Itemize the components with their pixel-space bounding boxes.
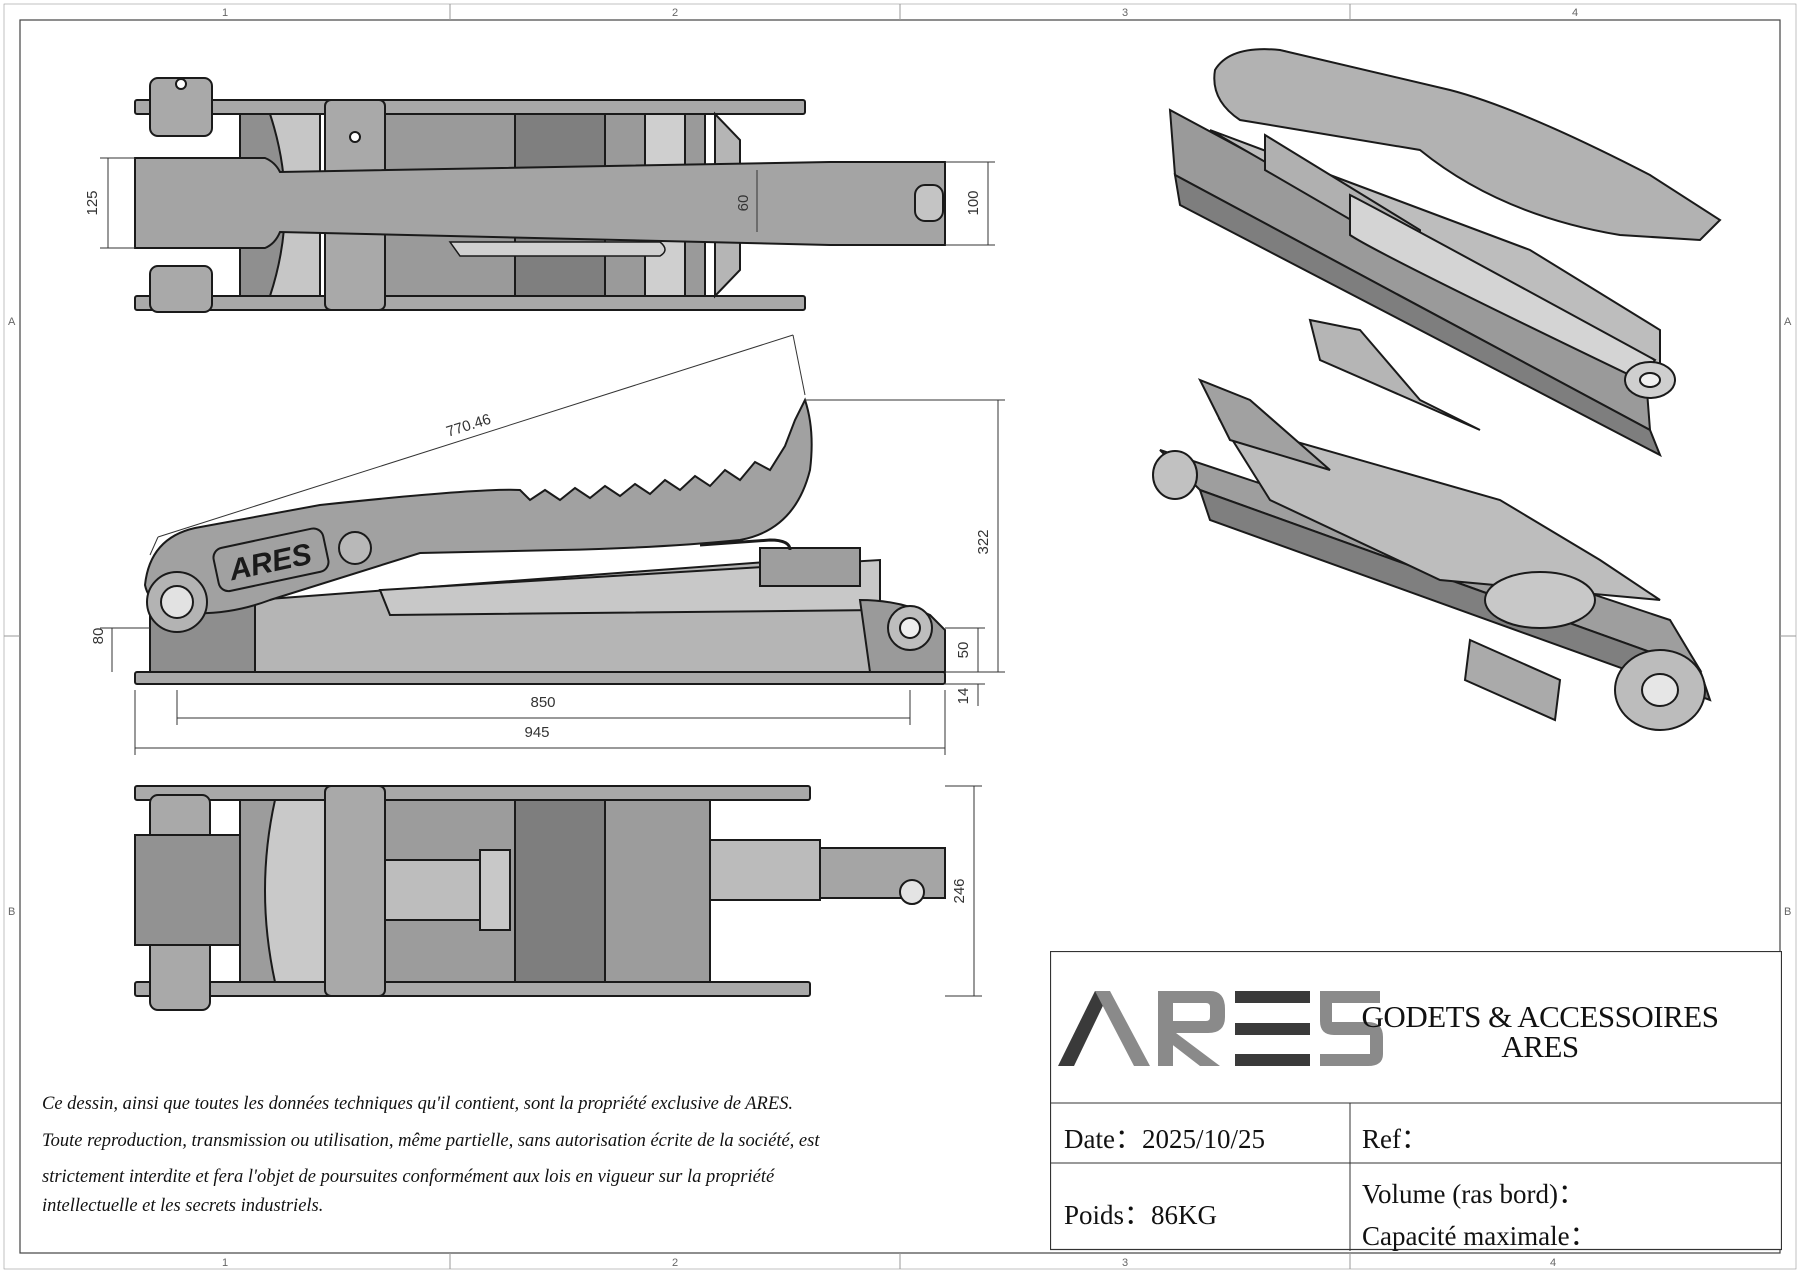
dim-125: 125 xyxy=(84,190,101,215)
zone-label-b-right: B xyxy=(1784,906,1792,918)
dim-60: 60 xyxy=(735,195,752,212)
dim-50: 50 xyxy=(955,642,972,659)
notice-line-1: Ce dessin, ainsi que toutes les données … xyxy=(42,1094,794,1114)
dim-246: 246 xyxy=(951,878,968,903)
notice-line-2: Toute reproduction, transmission ou util… xyxy=(42,1131,820,1151)
title-block xyxy=(1050,951,1782,1251)
notice-line-3: strictement interdite et fera l'objet de… xyxy=(42,1167,775,1187)
zone-label-4-bottom: 4 xyxy=(1550,1257,1557,1269)
ref-label: Ref： xyxy=(1362,1124,1428,1154)
bottom-view xyxy=(134,785,946,1011)
dim-14: 14 xyxy=(955,688,972,705)
zone-label-1-bottom: 1 xyxy=(222,1257,229,1269)
zone-label-3-bottom: 3 xyxy=(1122,1257,1129,1269)
iso-view-bottom xyxy=(1152,318,1712,731)
top-view xyxy=(134,77,946,313)
dim-80: 80 xyxy=(90,628,107,645)
volume-label: Volume (ras bord)： xyxy=(1362,1179,1585,1209)
zone-label-b: B xyxy=(8,906,16,918)
weight-label: Poids： xyxy=(1064,1200,1152,1230)
dim-945: 945 xyxy=(524,724,549,741)
date-value: 2025/10/25 xyxy=(1141,1124,1265,1154)
company-title: GODETS & ACCESSOIRES ARES xyxy=(1300,999,1780,1064)
dim-770: 770.46 xyxy=(444,411,493,441)
capacity-label: Capacité maximale： xyxy=(1362,1221,1597,1251)
weight-value: 86KG xyxy=(1151,1200,1218,1230)
date-label: Date： xyxy=(1064,1124,1142,1154)
zone-label-2-bottom: 2 xyxy=(672,1257,679,1269)
zone-label-3: 3 xyxy=(1122,7,1129,19)
zone-label-4: 4 xyxy=(1572,7,1579,19)
company-title-line1: GODETS & ACCESSOIRES xyxy=(1361,999,1719,1034)
zone-label-1: 1 xyxy=(222,7,229,19)
ares-logo xyxy=(1058,991,1383,1066)
zone-label-a: A xyxy=(8,316,16,328)
date-field: Date：2025/10/25 xyxy=(1064,1117,1265,1156)
iso-view-top xyxy=(1168,48,1722,458)
zone-label-2: 2 xyxy=(672,7,679,19)
dim-100: 100 xyxy=(965,190,982,215)
dim-850: 850 xyxy=(530,694,555,711)
dim-322: 322 xyxy=(975,529,992,554)
company-title-line2: ARES xyxy=(1501,1029,1579,1064)
notice-line-4: intellectuelle et les secrets industriel… xyxy=(42,1196,324,1216)
side-view xyxy=(134,397,946,685)
weight-field: Poids：86KG xyxy=(1064,1193,1217,1232)
zone-label-a-right: A xyxy=(1784,316,1792,328)
